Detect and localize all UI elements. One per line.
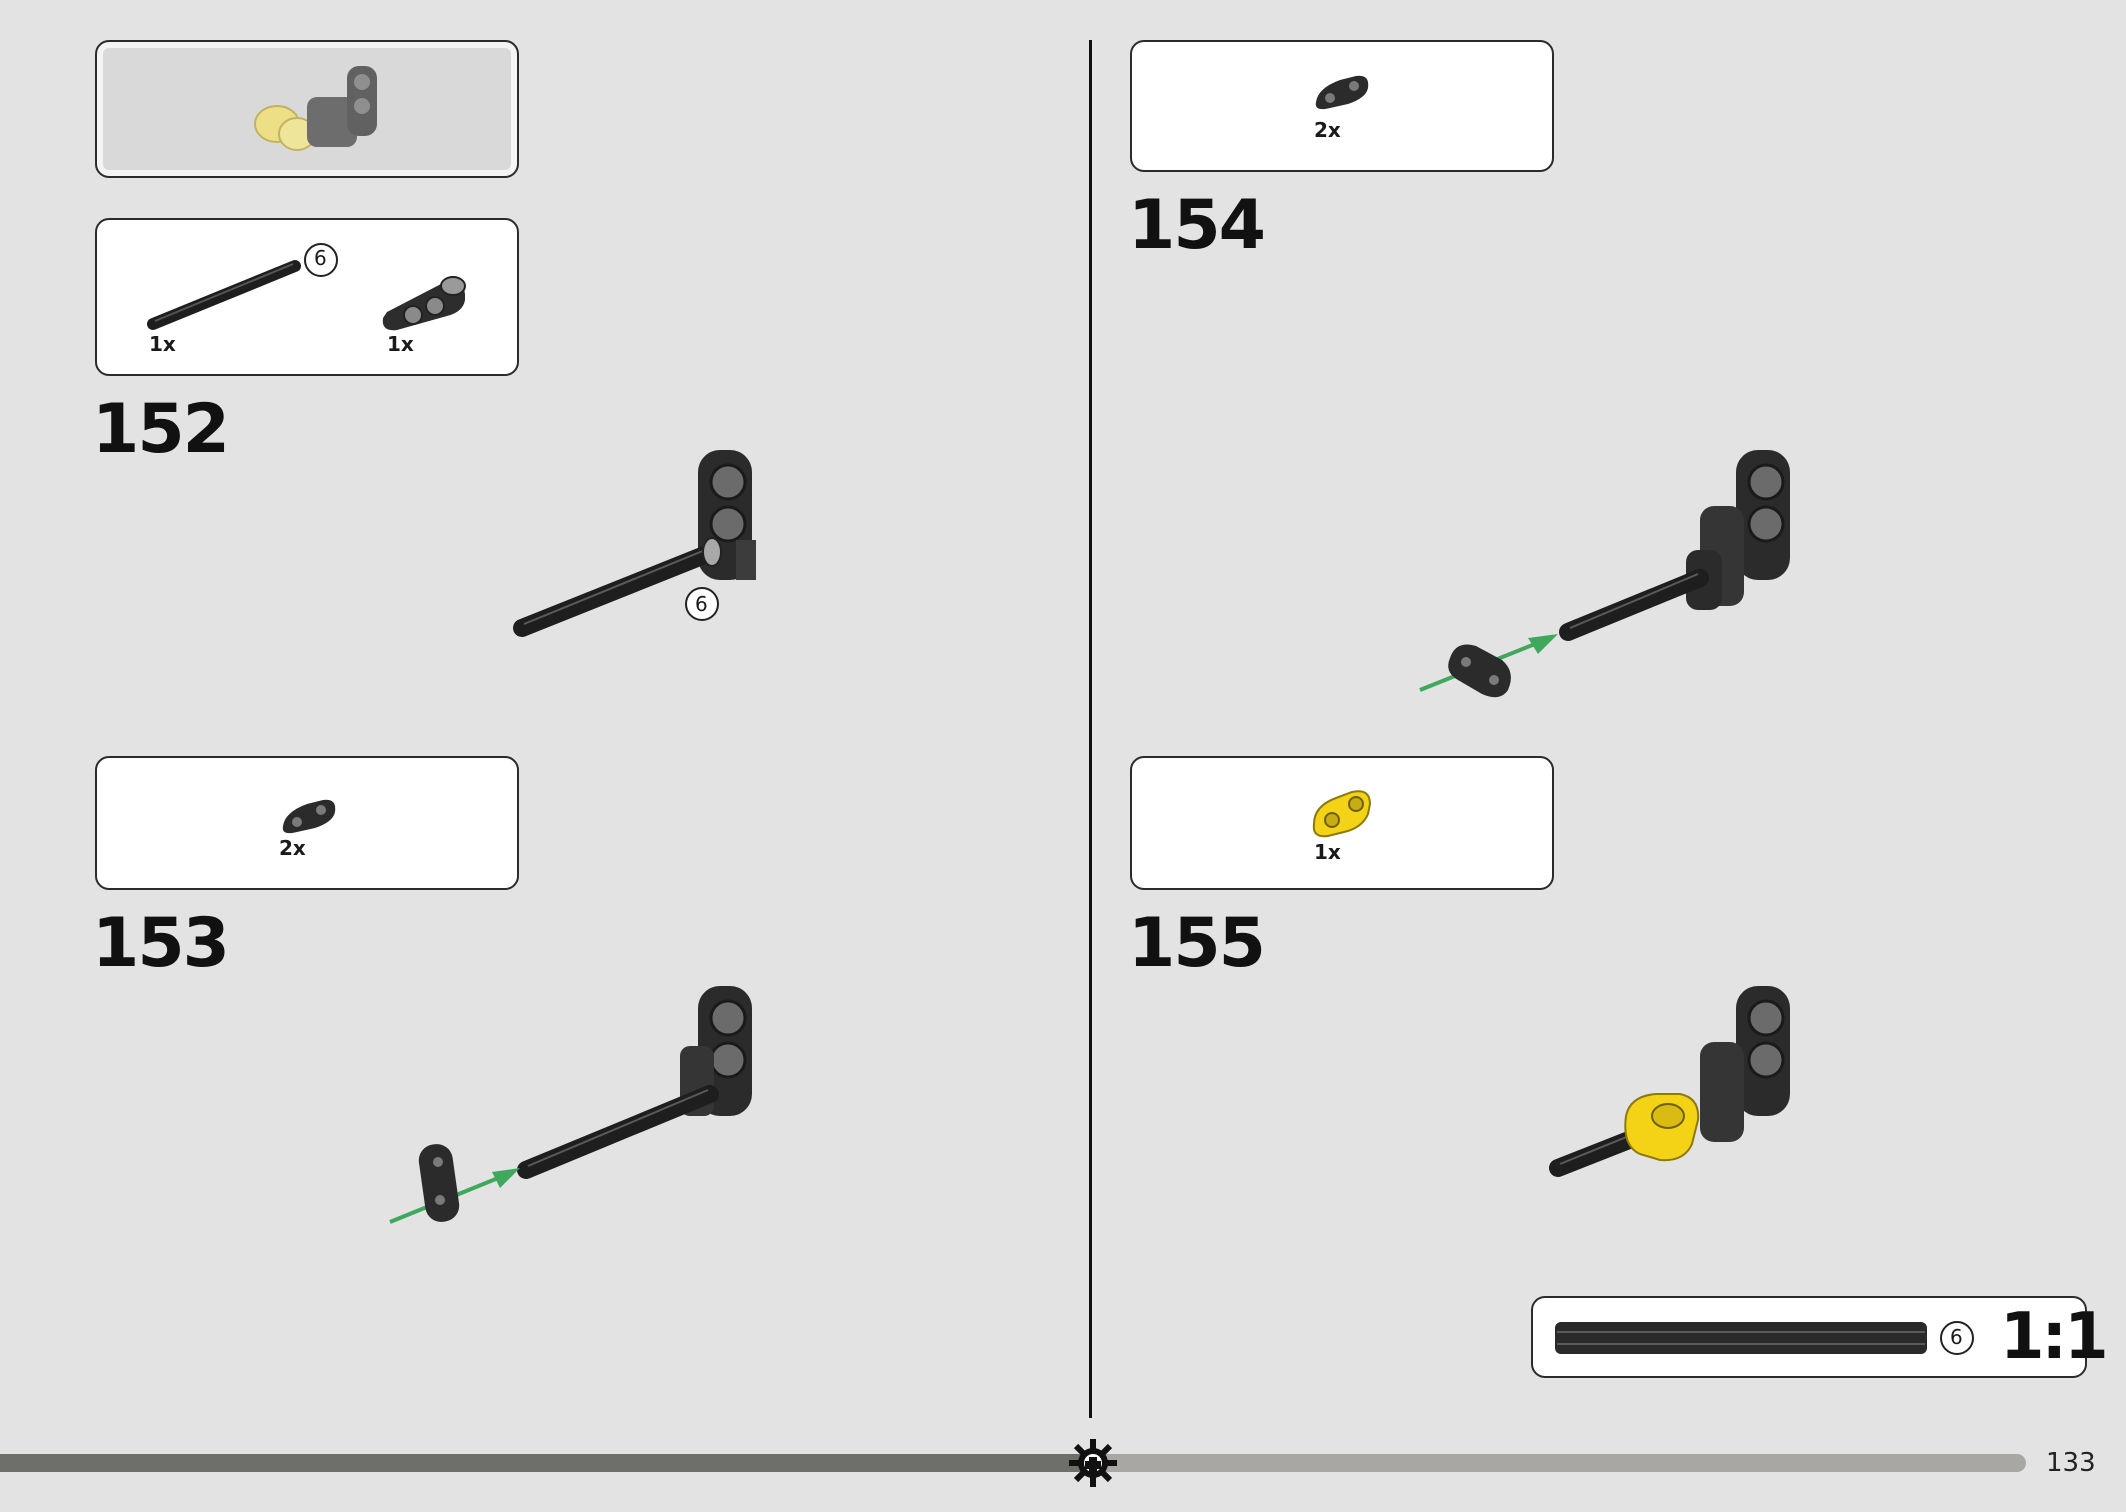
thin-beam-2-icon xyxy=(282,799,336,834)
submodel-preview-box xyxy=(95,40,519,178)
parts-list-box-step-152: 6 1x 1x xyxy=(95,218,519,376)
part-qty: 2x xyxy=(1314,118,1341,142)
step-154-assembly-illustration xyxy=(1419,450,1790,698)
parts-list-box-step-155: 1x xyxy=(1130,756,1554,890)
scale-reference-box: 6 xyxy=(1531,1296,2087,1378)
gear-icon xyxy=(1069,1439,1117,1487)
part-qty: 2x xyxy=(279,836,306,860)
step-number: 155 xyxy=(1128,904,1266,983)
step-153-assembly-illustration xyxy=(389,986,752,1224)
axle-length-callout: 6 xyxy=(314,246,327,270)
step-155-assembly-illustration xyxy=(1549,986,1790,1177)
step-number: 152 xyxy=(92,390,230,469)
progress-bar-remaining xyxy=(1092,1454,2026,1472)
page-divider xyxy=(1089,40,1092,1418)
part-qty: 1x xyxy=(149,332,176,356)
thin-beam-2-icon xyxy=(1315,75,1369,110)
scale-axle-icon xyxy=(1555,1321,1974,1355)
axle-6-icon xyxy=(147,243,338,330)
scale-axle-length: 6 xyxy=(1950,1325,1963,1349)
page-number: 133 xyxy=(2046,1448,2096,1478)
connector-beam-icon xyxy=(382,276,466,331)
part-qty: 1x xyxy=(1314,840,1341,864)
submodel-preview-icon xyxy=(254,66,377,151)
assembly-length-callout: 6 xyxy=(695,592,708,616)
step-number: 153 xyxy=(92,904,230,983)
parts-list-box-step-154: 2x xyxy=(1130,40,1554,172)
scale-label: 1:1 xyxy=(2000,1300,2109,1374)
part-qty: 1x xyxy=(387,332,414,356)
step-152-assembly-illustration xyxy=(513,450,756,637)
step-number: 154 xyxy=(1128,186,1266,265)
parts-list-box-step-153: 2x xyxy=(95,756,519,890)
progress-bar-completed xyxy=(0,1454,1092,1472)
yellow-axle-connector-icon xyxy=(1312,790,1372,838)
